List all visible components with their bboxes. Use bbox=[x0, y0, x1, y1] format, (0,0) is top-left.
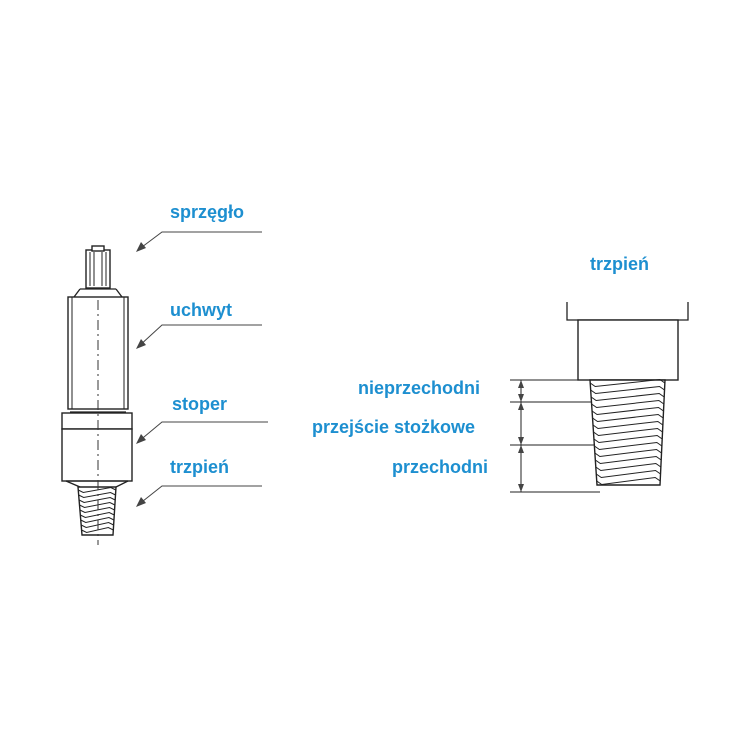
thread-line bbox=[591, 399, 665, 409]
thread-line bbox=[589, 378, 666, 388]
thread-line bbox=[592, 413, 664, 423]
thread-line bbox=[592, 420, 664, 430]
thread-line bbox=[593, 427, 663, 437]
stopper-part bbox=[61, 412, 133, 488]
label-go: przechodni bbox=[392, 457, 489, 477]
thread-line bbox=[594, 448, 662, 458]
thread-line bbox=[80, 521, 114, 529]
thread-line bbox=[590, 392, 665, 402]
thread-line bbox=[591, 406, 664, 416]
label-stopper: stoper bbox=[172, 394, 228, 414]
thread-line bbox=[79, 501, 116, 509]
thread-line bbox=[590, 385, 665, 395]
thread-line bbox=[81, 526, 114, 534]
thread-line bbox=[595, 455, 662, 465]
thread-line bbox=[595, 462, 662, 472]
thread-line bbox=[80, 511, 115, 519]
thread-line bbox=[80, 516, 115, 524]
pin-detail-drawing bbox=[566, 302, 689, 486]
thread-line bbox=[595, 469, 661, 479]
label-pin-right: trzpień bbox=[590, 254, 650, 274]
thread-line bbox=[79, 506, 115, 514]
thread-line bbox=[78, 491, 116, 499]
thread-line bbox=[593, 434, 663, 444]
thread-line bbox=[594, 441, 663, 451]
gauge-tool-drawing bbox=[61, 245, 133, 545]
label-pin-left: trzpień bbox=[170, 457, 230, 477]
label-holder: uchwyt bbox=[170, 300, 233, 320]
thread-line bbox=[78, 486, 117, 494]
label-coupling: sprzęgło bbox=[170, 202, 245, 222]
dimension-lines bbox=[510, 379, 600, 493]
thread-line bbox=[78, 496, 116, 504]
pin-part bbox=[77, 486, 117, 536]
thread-line bbox=[596, 476, 661, 486]
label-taper-transition: przejście stożkowe bbox=[312, 417, 476, 437]
coupling-part bbox=[73, 245, 123, 298]
left-leaders bbox=[136, 231, 268, 507]
label-no-go: nieprzechodni bbox=[358, 378, 481, 398]
